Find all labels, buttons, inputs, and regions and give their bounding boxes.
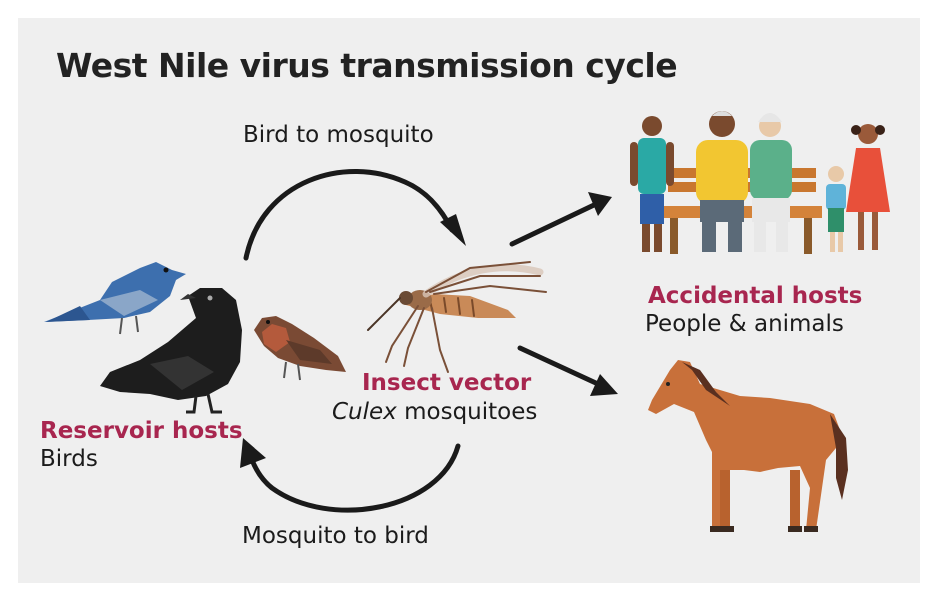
- mosquito-icon: [367, 261, 547, 373]
- arrow-to-people: [509, 202, 597, 247]
- arrow-bird-to-mosquito: [243, 169, 455, 261]
- sparrow-icon: [254, 316, 346, 381]
- accidental-hosts-title: Accidental hosts: [648, 283, 863, 309]
- horse-icon: [648, 360, 848, 532]
- reservoir-hosts-title: Reservoir hosts: [40, 418, 243, 444]
- arrowhead-to-people: [588, 192, 612, 216]
- arrow-icon: [240, 169, 618, 513]
- people-on-bench-icon: [630, 111, 890, 254]
- insect-vector-rest: mosquitoes: [396, 399, 538, 425]
- accidental-hosts-subtitle: People & animals: [645, 311, 844, 337]
- diagram-title: West Nile virus transmission cycle: [56, 46, 678, 85]
- insect-vector-genus: Culex: [332, 399, 397, 425]
- edge-label-mosquito-to-bird: Mosquito to bird: [242, 523, 429, 549]
- crow-icon: [100, 288, 242, 414]
- insect-vector-subtitle: Culex mosquitoes: [332, 399, 537, 425]
- reservoir-hosts-subtitle: Birds: [40, 446, 98, 472]
- arrowhead-mosquito-to-bird: [240, 438, 266, 468]
- arrow-mosquito-to-bird: [249, 443, 461, 513]
- arrowhead-bird-to-mosquito: [440, 214, 466, 246]
- arrow-to-horse: [517, 345, 601, 387]
- insect-vector-title: Insect vector: [362, 370, 532, 396]
- blue-bird-icon: [44, 262, 186, 335]
- edge-label-bird-to-mosquito: Bird to mosquito: [243, 122, 434, 148]
- arrowhead-to-horse: [590, 374, 618, 396]
